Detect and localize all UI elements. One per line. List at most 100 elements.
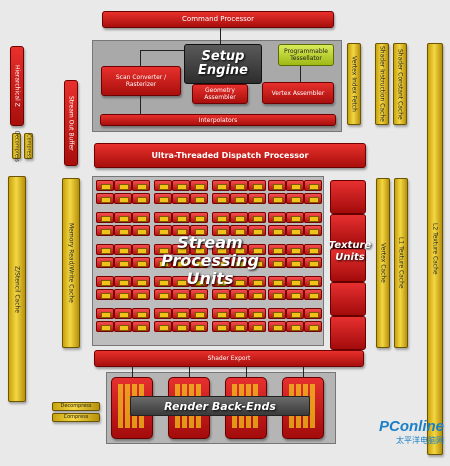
stream-core <box>96 276 114 287</box>
arrow-export-rbe-3 <box>246 367 247 377</box>
stream-core <box>304 225 322 236</box>
stream-core <box>286 244 304 255</box>
stream-core <box>212 180 230 191</box>
arrow-cmd-to-setup <box>220 28 221 44</box>
stream-core <box>114 193 132 204</box>
watermark: PConline 太平洋电脑网 <box>344 418 444 458</box>
stream-core <box>248 321 266 332</box>
stream-core <box>172 308 190 319</box>
stream-core <box>190 276 208 287</box>
stream-core <box>304 321 322 332</box>
stream-core <box>190 289 208 300</box>
stream-core <box>268 289 286 300</box>
stream-core <box>172 257 190 268</box>
stream-core <box>172 289 190 300</box>
texture-units-label-1: Texture <box>328 240 372 251</box>
stream-core <box>286 212 304 223</box>
stream-core <box>154 244 172 255</box>
stream-core <box>304 308 322 319</box>
arrow-setup-down <box>140 50 141 66</box>
stream-core <box>304 212 322 223</box>
stream-core <box>114 244 132 255</box>
arrow-export-rbe-4 <box>303 367 304 377</box>
setup-engine-label-1: Setup <box>201 49 245 64</box>
stream-core <box>286 225 304 236</box>
stream-core <box>114 180 132 191</box>
interpolators-label: Interpolators <box>198 116 238 124</box>
spu-label-2: Processing <box>161 251 259 270</box>
l2-texture-cache: L2 Texture Cache <box>427 43 443 455</box>
stream-core <box>286 180 304 191</box>
spu-label-1: Stream <box>177 233 243 252</box>
stream-core <box>304 244 322 255</box>
stream-core <box>190 212 208 223</box>
stream-core <box>154 193 172 204</box>
stream-core <box>114 276 132 287</box>
stream-core <box>268 180 286 191</box>
stream-core <box>132 212 150 223</box>
scan-converter: Scan Converter / Rasterizer <box>101 66 181 96</box>
interpolators: Interpolators <box>100 114 336 126</box>
memory-read-write-cache-label: Memory Read/Write Cache <box>67 223 75 303</box>
stream-core <box>132 193 150 204</box>
stream-core <box>154 225 172 236</box>
stream-core <box>248 244 266 255</box>
stream-core <box>96 225 114 236</box>
stream-core <box>132 225 150 236</box>
stream-core <box>268 193 286 204</box>
stream-core <box>304 257 322 268</box>
stream-core <box>96 244 114 255</box>
stream-core <box>172 276 190 287</box>
stream-core <box>132 244 150 255</box>
stream-core <box>96 257 114 268</box>
stream-core <box>286 321 304 332</box>
stream-core <box>190 180 208 191</box>
decompress-bottom-label: Decompress <box>60 403 92 409</box>
arrow-scan-interp <box>140 96 141 114</box>
stream-core <box>172 180 190 191</box>
stream-core <box>172 321 190 332</box>
compress-bottom-label: Compress <box>63 414 89 420</box>
arrow-export-rbe-2 <box>189 367 190 377</box>
stream-core <box>248 180 266 191</box>
stream-core <box>268 212 286 223</box>
vertex-cache: Vertex Cache <box>376 178 390 348</box>
hierarchical-z: Hierarchical Z <box>10 46 24 126</box>
texture-unit <box>330 180 366 214</box>
stream-core <box>248 289 266 300</box>
scan-converter-label: Scan Converter / Rasterizer <box>115 74 167 88</box>
stream-core <box>190 244 208 255</box>
stream-core <box>132 180 150 191</box>
compress-top: Compress <box>24 133 33 159</box>
stream-core <box>268 321 286 332</box>
stream-core <box>286 276 304 287</box>
stream-core <box>212 257 230 268</box>
texture-unit <box>330 316 366 350</box>
shader-export-label: Shader Export <box>207 355 251 362</box>
stream-core <box>212 193 230 204</box>
vertex-index-fetch: Vertex Index Fetch <box>347 43 361 125</box>
stream-core <box>96 308 114 319</box>
l1-texture-cache-label: L1 Texture Cache <box>397 237 405 289</box>
stream-core <box>248 308 266 319</box>
vertex-cache-label: Vertex Cache <box>379 243 387 283</box>
programmable-tessellator: Programmable Tessellator <box>278 44 334 66</box>
stream-core <box>286 193 304 204</box>
stream-core <box>230 225 248 236</box>
setup-engine-label-2: Engine <box>198 63 248 78</box>
arrow-vertex-tess <box>300 66 301 82</box>
arrow-setup-left <box>140 50 184 51</box>
stream-core <box>248 193 266 204</box>
texture-unit <box>330 248 366 282</box>
stream-core <box>268 308 286 319</box>
stream-core <box>268 276 286 287</box>
z-stencil-cache: Z/Stencil Cache <box>8 176 26 402</box>
dispatch-processor-label: Ultra-Threaded Dispatch Processor <box>151 151 309 160</box>
compress-top-label: Compress <box>25 133 32 159</box>
stream-core <box>212 225 230 236</box>
stream-core <box>154 212 172 223</box>
stream-core <box>212 289 230 300</box>
stream-core <box>230 180 248 191</box>
hierarchical-z-label: Hierarchical Z <box>13 65 21 107</box>
stream-core <box>132 276 150 287</box>
